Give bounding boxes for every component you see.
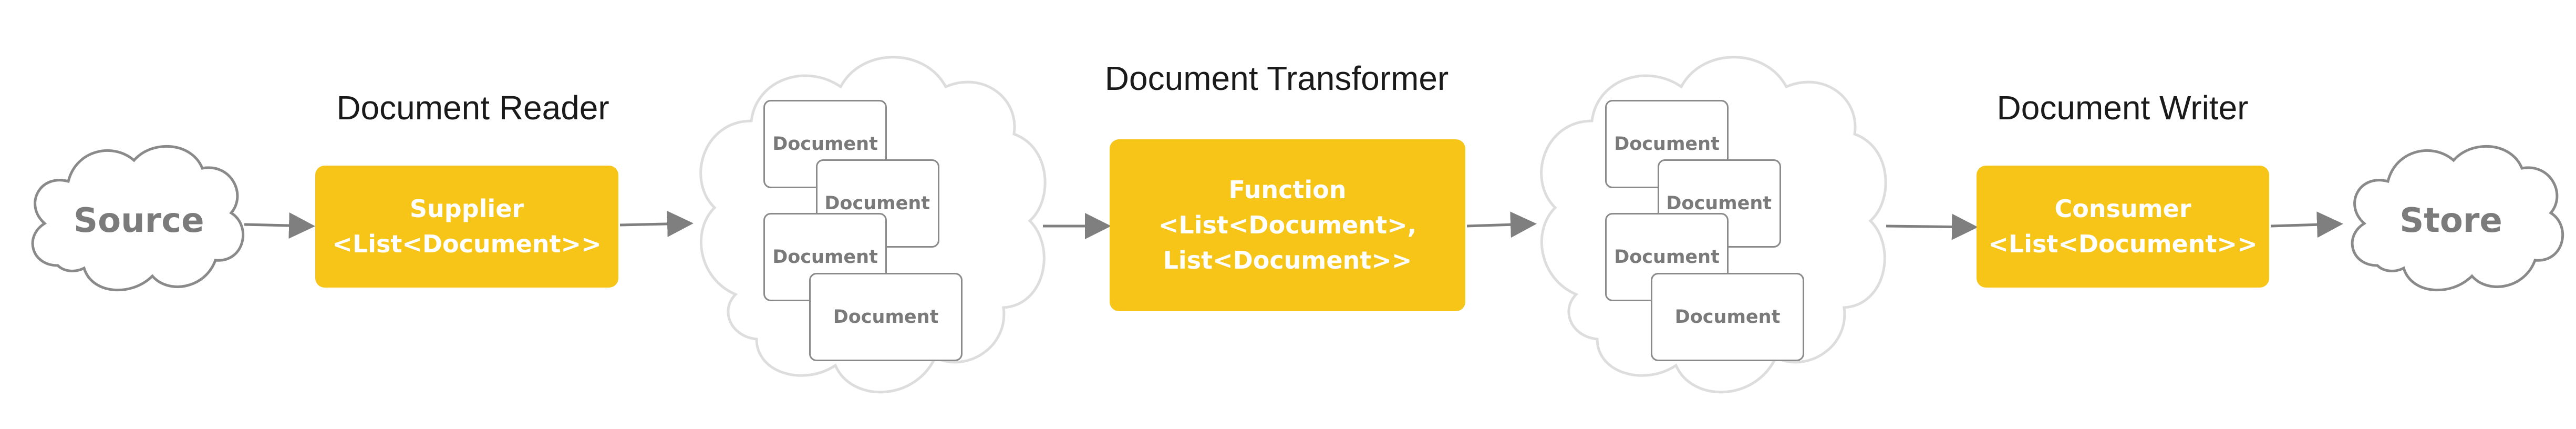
store-cloud-icon: [2351, 145, 2564, 292]
arrow-documents-to-writer: [1886, 213, 1978, 240]
document-transformer-box: Function <List<Document>, List<Document>…: [1110, 139, 1465, 311]
source-cloud-icon: [31, 145, 244, 292]
transformer-title: Document Transformer: [1104, 59, 1449, 97]
writer-title: Document Writer: [1996, 89, 2249, 127]
reader-line-1: Supplier: [409, 195, 524, 223]
reader-line-2: <List<Document>>: [332, 230, 602, 258]
transformer-line-1: Function: [1228, 176, 1347, 205]
document-card: Document: [809, 273, 963, 361]
reader-title: Document Reader: [336, 89, 609, 127]
arrow-transformer-to-documents: [1466, 211, 1537, 238]
document-card: Document: [1651, 273, 1804, 361]
transformer-line-3: List<Document>>: [1163, 246, 1412, 274]
document-reader-box: Supplier <List<Document>>: [315, 166, 618, 288]
arrow-source-to-reader: [244, 212, 315, 239]
arrow-reader-to-documents: [619, 210, 694, 237]
writer-line-1: Consumer: [2054, 195, 2191, 223]
document-writer-box: Consumer <List<Document>>: [1977, 166, 2269, 288]
transformer-line-2: <List<Document>,: [1158, 211, 1417, 240]
store-label: Store: [2399, 201, 2502, 240]
arrow-writer-to-store: [2270, 211, 2343, 238]
writer-line-2: <List<Document>>: [1988, 230, 2258, 258]
source-label: Source: [74, 201, 204, 240]
document-card: Document: [1605, 100, 1729, 188]
